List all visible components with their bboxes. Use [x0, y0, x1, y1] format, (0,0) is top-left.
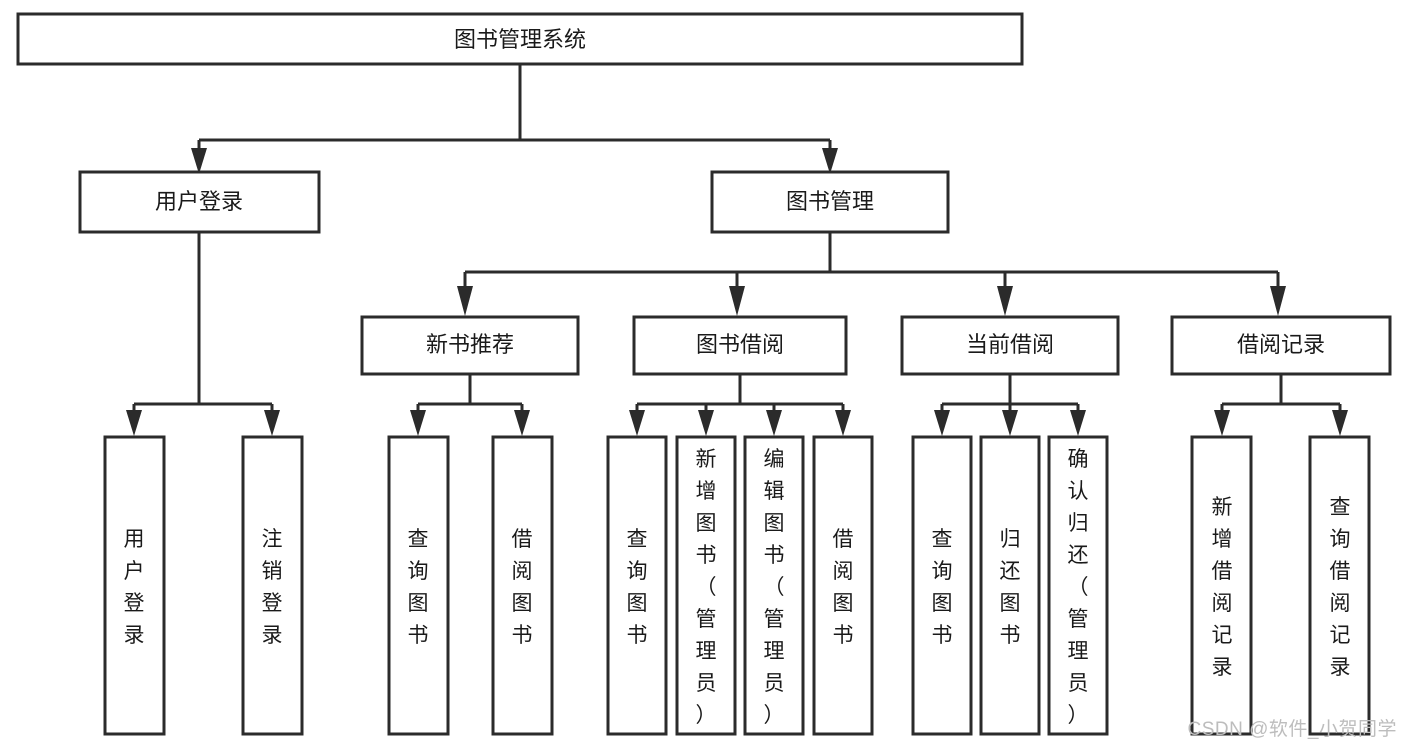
arrow-userlogin-to-leaf0 [126, 410, 142, 436]
node-leaf-user-login[interactable]: 用户登录 [103, 435, 166, 736]
node-leaf-return-book[interactable]: 归还图书 [979, 435, 1041, 736]
node-book-borrow-label: 图书借阅 [696, 332, 784, 357]
arrow-borrow-to-leaf6 [766, 410, 782, 436]
node-leaf-query-book-3-box[interactable] [911, 435, 973, 736]
node-new-book-recommend-box[interactable] [360, 315, 580, 376]
node-user-login-box[interactable] [78, 170, 321, 234]
node-leaf-add-book-admin-box[interactable] [675, 435, 737, 736]
node-leaf-borrow-book-2-label: 借阅图书 [833, 528, 854, 647]
node-leaf-borrow-book-1-box[interactable] [491, 435, 554, 736]
node-borrow-record-box[interactable] [1170, 315, 1392, 376]
node-leaf-add-borrow-record[interactable]: 新增借阅记录 [1190, 435, 1253, 736]
arrow-root-to-book-mgmt [822, 148, 838, 174]
node-leaf-query-borrow-record[interactable]: 查询借阅记录 [1308, 435, 1371, 736]
node-leaf-query-book-3[interactable]: 查询图书 [911, 435, 973, 736]
node-leaf-query-borrow-record-label: 查询借阅记录 [1330, 496, 1351, 679]
node-leaf-query-book-1[interactable]: 查询图书 [387, 435, 450, 736]
node-leaf-query-book-2[interactable]: 查询图书 [606, 435, 668, 736]
node-leaf-user-login-label: 用户登录 [124, 528, 145, 647]
node-borrow-record-label: 借阅记录 [1237, 332, 1325, 357]
arrow-current-to-leaf8 [934, 410, 950, 436]
node-leaf-borrow-book-2-box[interactable] [812, 435, 874, 736]
node-book-management-box[interactable] [710, 170, 950, 234]
node-leaf-query-book-1-label: 查询图书 [408, 528, 429, 647]
node-leaf-edit-book-admin-box[interactable] [743, 435, 805, 736]
node-new-book-recommend[interactable]: 新书推荐 [360, 315, 580, 376]
node-leaf-add-borrow-record-box[interactable] [1190, 435, 1253, 736]
node-user-login-label: 用户登录 [155, 189, 243, 214]
arrow-root-to-user-login [191, 148, 207, 174]
arrow-current-to-leaf9 [1002, 410, 1018, 436]
arrow-bookmgmt-to-l2-1 [729, 286, 745, 316]
node-leaf-logout-label: 注销登录 [262, 528, 283, 647]
node-book-borrow-box[interactable] [632, 315, 848, 376]
arrow-borrow-to-leaf4 [629, 410, 645, 436]
arrow-newbook-to-leaf3 [514, 410, 530, 436]
node-root-label: 图书管理系统 [454, 27, 586, 52]
arrow-record-to-leaf11 [1214, 410, 1230, 436]
node-leaf-borrow-book-1-label: 借阅图书 [512, 528, 533, 647]
node-leaf-add-borrow-record-label: 新增借阅记录 [1212, 496, 1233, 679]
csdn-watermark: CSDN @软件_小贺同学 [1187, 719, 1397, 740]
arrow-current-to-leaf10 [1070, 410, 1086, 436]
node-leaf-add-book-admin[interactable]: 新增图书（管理员） [675, 435, 737, 736]
node-leaf-logout[interactable]: 注销登录 [241, 435, 304, 736]
node-borrow-record[interactable]: 借阅记录 [1170, 315, 1392, 376]
node-book-borrow[interactable]: 图书借阅 [632, 315, 848, 376]
node-book-management[interactable]: 图书管理 [710, 170, 950, 234]
node-leaf-confirm-return-admin-box[interactable] [1047, 435, 1109, 736]
node-leaf-query-book-2-box[interactable] [606, 435, 668, 736]
node-leaf-borrow-book-1[interactable]: 借阅图书 [491, 435, 554, 736]
arrow-newbook-to-leaf2 [410, 410, 426, 436]
arrow-bookmgmt-to-l2-0 [457, 286, 473, 316]
arrow-record-to-leaf12 [1332, 410, 1348, 436]
node-leaf-confirm-return-admin-label: 确认归还（管理员） [1068, 448, 1089, 727]
node-current-borrow-box[interactable] [900, 315, 1120, 376]
arrow-bookmgmt-to-l2-2 [997, 286, 1013, 316]
connector-layer [126, 64, 1348, 436]
node-leaf-return-book-label: 归还图书 [1000, 528, 1021, 647]
node-leaf-query-book-1-box[interactable] [387, 435, 450, 736]
node-leaf-return-book-box[interactable] [979, 435, 1041, 736]
node-user-login[interactable]: 用户登录 [78, 170, 321, 234]
node-current-borrow[interactable]: 当前借阅 [900, 315, 1120, 376]
node-leaf-query-book-3-label: 查询图书 [932, 528, 953, 647]
arrow-borrow-to-leaf7 [835, 410, 851, 436]
node-leaf-logout-box[interactable] [241, 435, 304, 736]
node-root-box[interactable] [16, 12, 1024, 66]
node-leaf-borrow-book-2[interactable]: 借阅图书 [812, 435, 874, 736]
node-leaf-confirm-return-admin[interactable]: 确认归还（管理员） [1047, 435, 1109, 736]
arrow-userlogin-to-leaf1 [264, 410, 280, 436]
node-book-management-label: 图书管理 [786, 189, 874, 214]
node-new-book-recommend-label: 新书推荐 [426, 332, 514, 357]
node-leaf-query-book-2-label: 查询图书 [627, 528, 648, 647]
node-current-borrow-label: 当前借阅 [966, 332, 1054, 357]
arrow-borrow-to-leaf5 [698, 410, 714, 436]
node-leaf-edit-book-admin[interactable]: 编辑图书（管理员） [743, 435, 805, 736]
node-root[interactable]: 图书管理系统 [16, 12, 1024, 66]
node-leaf-edit-book-admin-label: 编辑图书（管理员） [764, 448, 785, 727]
node-leaf-query-borrow-record-box[interactable] [1308, 435, 1371, 736]
arrow-bookmgmt-to-l2-3 [1270, 286, 1286, 316]
node-leaf-user-login-box[interactable] [103, 435, 166, 736]
node-leaf-add-book-admin-label: 新增图书（管理员） [696, 448, 717, 727]
